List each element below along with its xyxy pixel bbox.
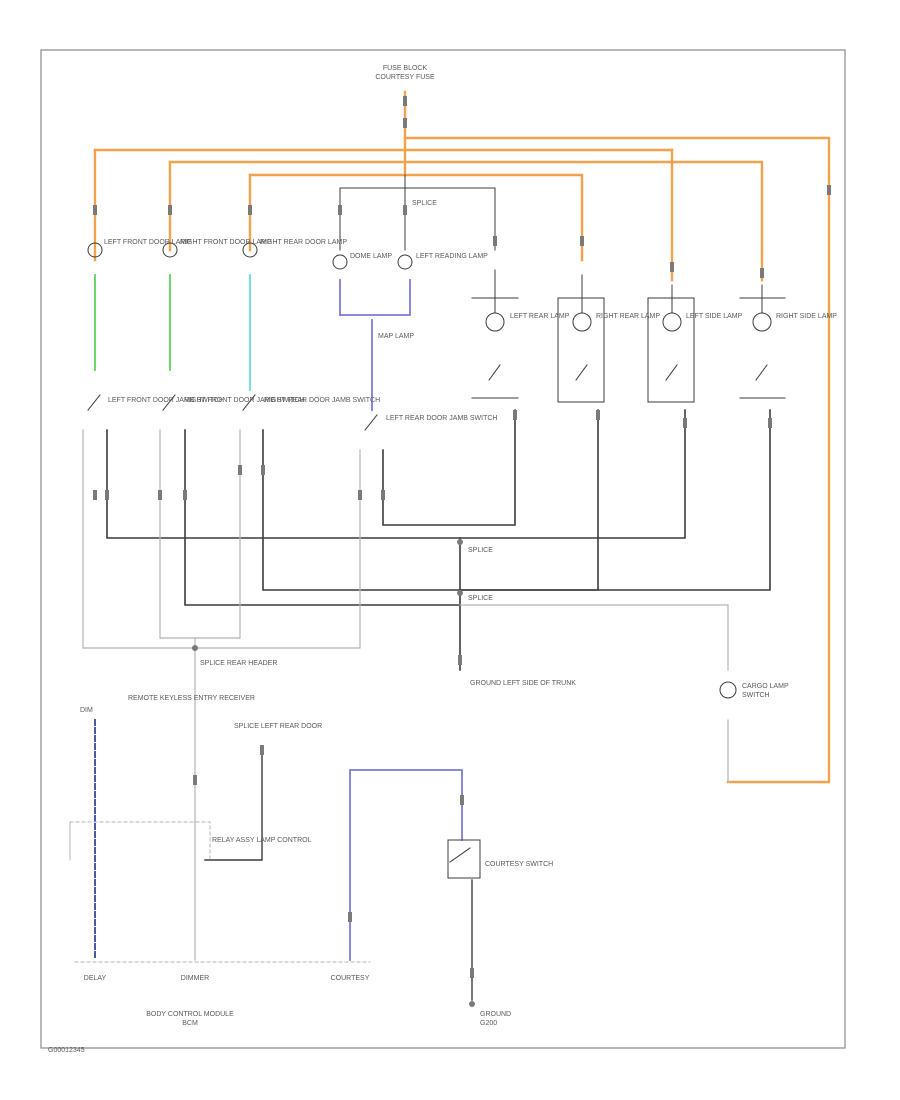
label-door-rr: RIGHT REAR DOOR LAMP [260, 239, 347, 246]
label-lamp-lr: LEFT REAR LAMP [510, 313, 570, 320]
label-door-rf: RIGHT FRONT DOOR LAMP [180, 239, 272, 246]
label-cargo-lamp: CARGO LAMP [742, 683, 789, 690]
connectors [93, 96, 831, 1007]
label-fuse-block: FUSE BLOCK [383, 65, 428, 72]
rear-lamps [471, 269, 786, 403]
label-lamp-ls: LEFT SIDE LAMP [686, 313, 743, 320]
label-ground: GROUND LEFT SIDE OF TRUNK [470, 680, 576, 687]
label-spl-left: SPLICE LEFT REAR DOOR [234, 723, 322, 730]
ground-harness [106, 409, 771, 671]
label-jamb-lf: LEFT FRONT DOOR JAMB SWITCH [108, 397, 224, 404]
labels: FUSE BLOCK COURTESY FUSE SPLICE LEFT FRO… [48, 65, 837, 1054]
label-cargo-sub: SWITCH [742, 692, 770, 699]
label-module: BODY CONTROL MODULE [146, 1011, 234, 1018]
label-module-sub: BCM [182, 1020, 198, 1027]
label-lamp-rr: RIGHT REAR LAMP [596, 313, 660, 320]
wire-dome-blue [339, 279, 411, 316]
label-dome: DOME LAMP [350, 253, 392, 260]
label-fuse-block-sub: COURTESY FUSE [375, 74, 435, 81]
wire-dim [204, 749, 263, 861]
label-pin-a: DELAY [84, 975, 107, 982]
cargo-lamp [719, 681, 737, 699]
label-grnd-splice2: SPLICE [468, 595, 493, 602]
cargo-switch [447, 839, 481, 879]
wire-courtesy-blue [349, 769, 463, 961]
label-pin-c: COURTESY [331, 975, 370, 982]
signal-wires-gray [82, 429, 729, 961]
label-page-id: G00012345 [48, 1047, 85, 1054]
top-splice-wires [339, 174, 496, 251]
label-splice-top: SPLICE [412, 200, 437, 207]
label-lamp-rs: RIGHT SIDE LAMP [776, 313, 837, 320]
label-relay-note: REMOTE KEYLESS ENTRY RECEIVER [128, 695, 255, 702]
label-splice-mid: SPLICE REAR HEADER [200, 660, 277, 667]
label-grnd-splice: SPLICE [468, 547, 493, 554]
label-reading: LEFT READING LAMP [416, 253, 488, 260]
label-pin-b: DIMMER [181, 975, 209, 982]
label-dim-pin: DIM [80, 707, 93, 714]
door-lamps [87, 242, 413, 270]
jamb-switches [87, 364, 768, 431]
label-ground-bottom-sub: G200 [480, 1020, 497, 1027]
label-relay-box: RELAY ASSY LAMP CONTROL [212, 837, 312, 844]
label-jamb-rr: RIGHT REAR DOOR JAMB SWITCH [264, 397, 380, 404]
diagram-frame [40, 49, 846, 1049]
label-jamb-lr: LEFT REAR DOOR JAMB SWITCH [386, 415, 498, 422]
relay-box [69, 821, 371, 963]
label-ground-bottom: GROUND [480, 1011, 511, 1018]
power-bus [93, 90, 831, 784]
label-map-lamp: MAP LAMP [378, 333, 414, 340]
label-door-lf: LEFT FRONT DOOR LAMP [104, 239, 191, 246]
label-courtesy-sw: COURTESY SWITCH [485, 861, 553, 868]
label-jamb-rf: RIGHT FRONT DOOR JAMB SWITCH [184, 397, 305, 404]
